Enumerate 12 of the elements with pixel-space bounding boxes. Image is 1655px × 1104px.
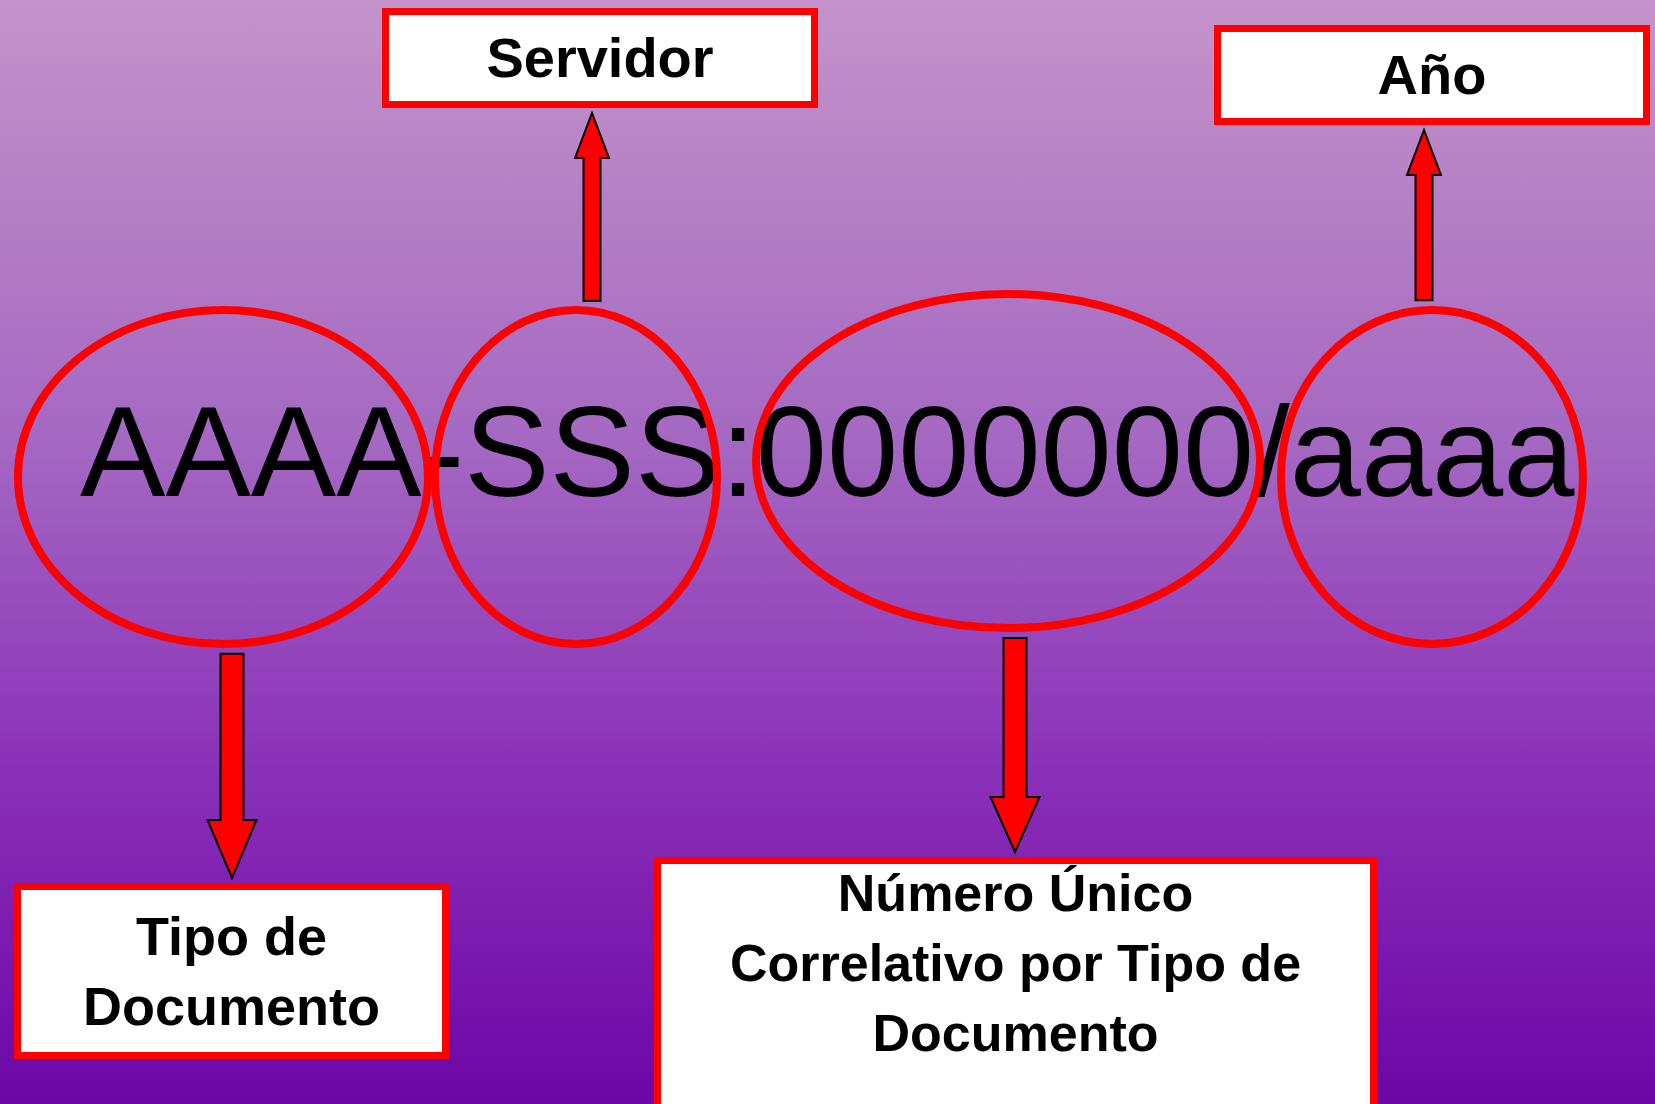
box-label: Año xyxy=(1377,42,1487,108)
label-box xyxy=(14,883,449,1059)
label-box xyxy=(654,857,1377,1104)
label-box xyxy=(1214,25,1650,125)
block-arrow xyxy=(988,636,1042,855)
label-box xyxy=(382,8,818,108)
block-arrow xyxy=(573,110,611,303)
box-label: Servidor xyxy=(486,25,714,91)
box-label: Número Único Correlativo por Tipo de Documento xyxy=(728,862,1303,1065)
box-label: Tipo de Documento xyxy=(82,904,381,1038)
block-arrow xyxy=(1405,127,1443,302)
block-arrow xyxy=(206,652,258,881)
